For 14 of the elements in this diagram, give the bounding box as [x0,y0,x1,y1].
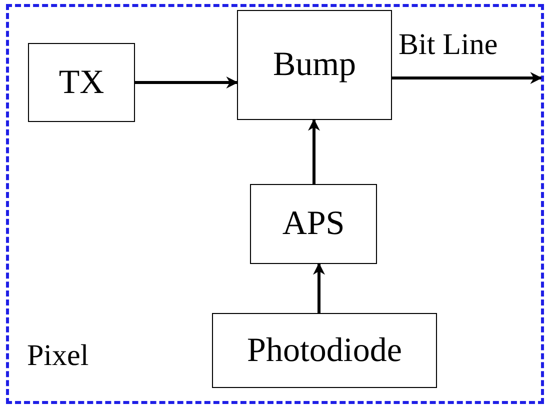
block-label: Bump [272,46,356,84]
block-box [28,43,135,122]
block-box [212,313,437,388]
arrow [308,118,320,184]
block-label: Photodiode [247,332,402,370]
arrow [392,72,542,84]
arrow [313,262,325,313]
block-label: APS [282,205,345,243]
block-box [250,184,377,264]
pixel-boundary [6,4,544,404]
region-label: Pixel [27,339,89,373]
arrow [135,76,238,88]
block-box [237,10,392,120]
block-label: TX [58,64,104,102]
